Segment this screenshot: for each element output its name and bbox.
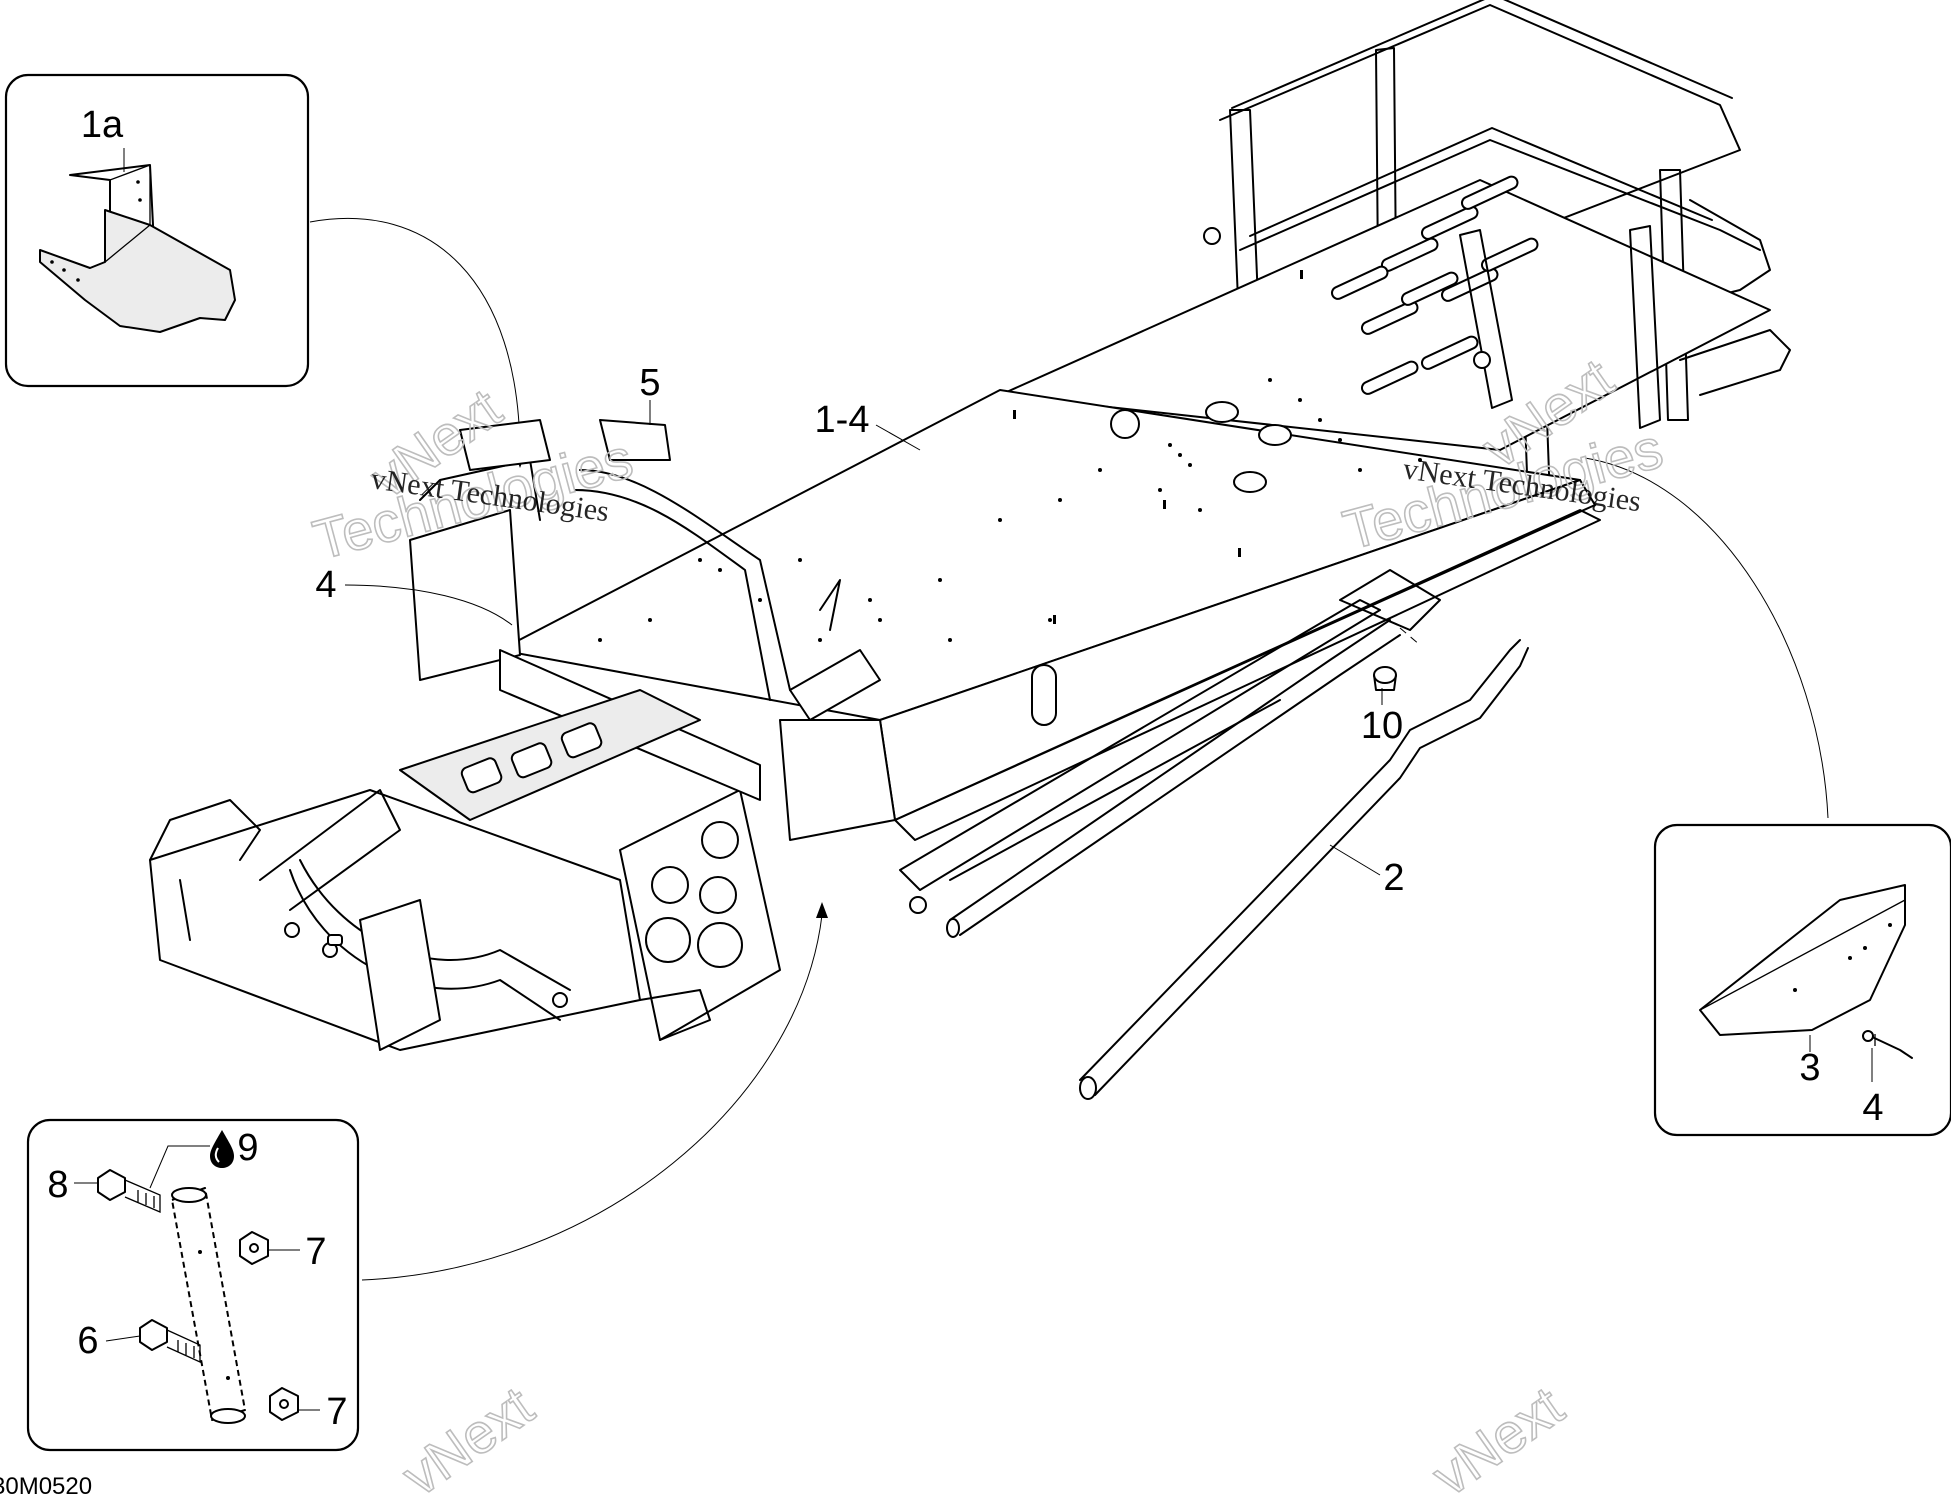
leader-1a	[309, 217, 521, 456]
callout-3: 3	[1799, 1047, 1820, 1089]
leader-inset-3	[1584, 457, 1829, 819]
leader-inset-bolts	[361, 914, 823, 1281]
callout-2: 2	[1383, 857, 1404, 899]
inset-panel-1a: 1a	[4, 73, 310, 388]
plug-part-10	[1373, 666, 1397, 691]
nut-part-7-bottom	[269, 1387, 299, 1421]
rivet-pattern	[598, 378, 1422, 642]
rivet-part-4-drawing	[1862, 1030, 1913, 1059]
callout-1-4: 1-4	[815, 399, 870, 441]
front-bulkhead	[619, 789, 781, 1041]
callout-7-bottom: 7	[326, 1391, 347, 1433]
nut-part-7-top	[239, 1231, 269, 1265]
watermark-big-bottom-right: vNext	[1421, 1374, 1575, 1498]
callout-5: 5	[639, 362, 660, 404]
oil-drop-icon	[210, 1130, 234, 1168]
callout-6: 6	[77, 1320, 98, 1362]
callout-8: 8	[47, 1164, 68, 1206]
bolt-part-6	[139, 1319, 201, 1364]
callout-10: 10	[1361, 705, 1403, 747]
chassis-frame	[149, 0, 1791, 1100]
bracket-1a-drawing	[39, 148, 236, 333]
callout-1a: 1a	[81, 104, 124, 146]
inset-panel-3-4: 3 4	[1653, 823, 1951, 1137]
callout-7-top: 7	[305, 1231, 326, 1273]
callout-4-right: 4	[1862, 1087, 1883, 1129]
cargo-rack	[999, 0, 1791, 501]
callout-9: 9	[237, 1127, 258, 1169]
drawing-code: 30M0520	[0, 1473, 92, 1498]
guard-part-3-drawing	[1699, 884, 1906, 1036]
callout-4-left: 4	[315, 564, 336, 606]
inset-panel-bolts: 9 8 7 6 7	[26, 1118, 360, 1452]
watermark-big-bottom-left: vNext	[391, 1374, 545, 1498]
bolt-part-8	[97, 1169, 161, 1213]
